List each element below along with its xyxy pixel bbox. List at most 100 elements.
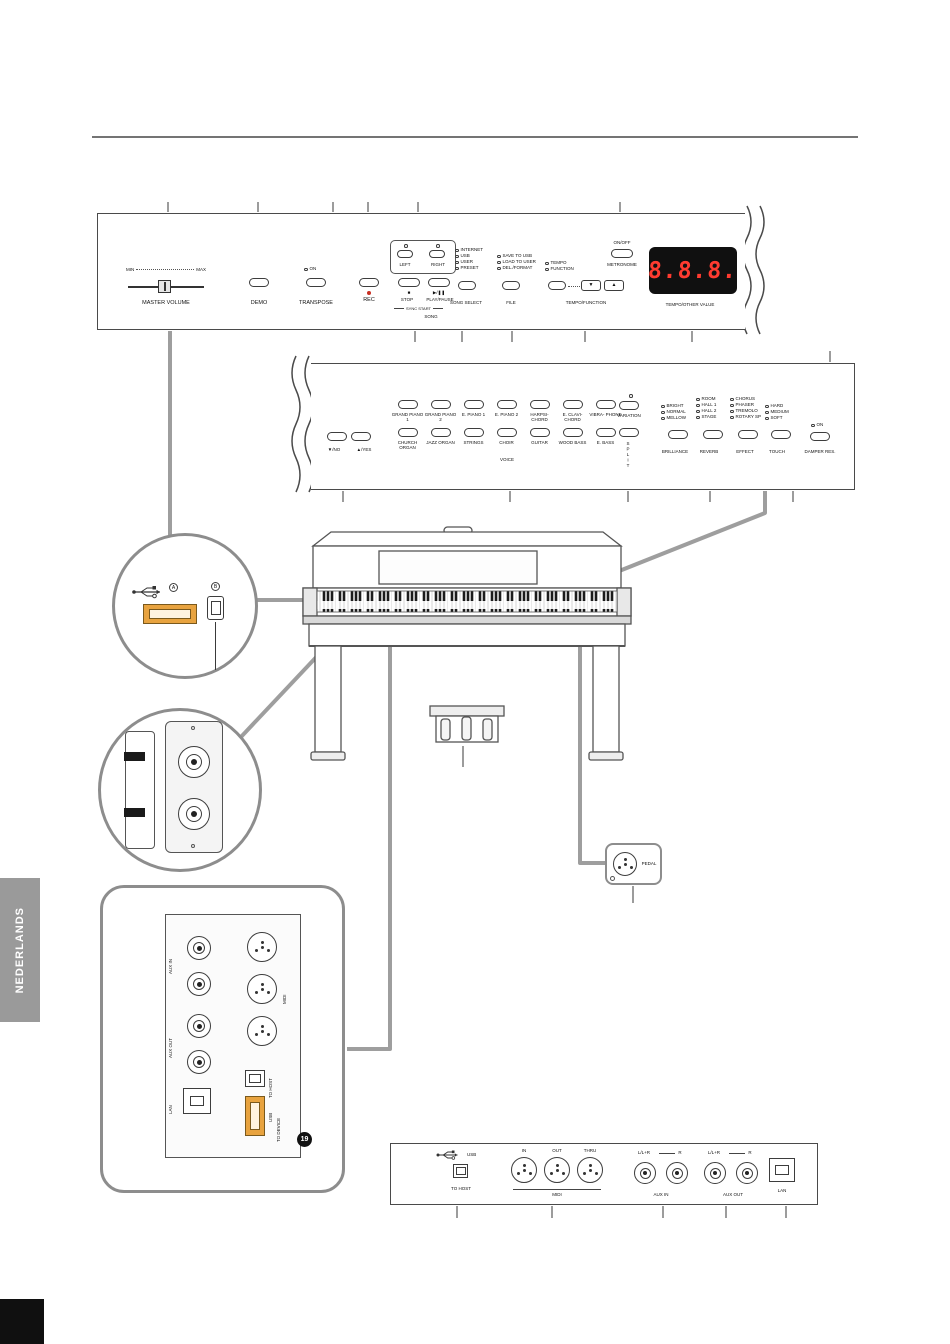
song-group-label: SONG [424,314,438,319]
midi-port-thru [247,1016,277,1046]
aux-out-jack-r [736,1162,758,1184]
tempo-down-button: ▼ [581,280,601,291]
tempo-function-indicators: TEMPO FUNCTION [545,260,574,272]
led-dot [497,266,501,270]
voice-button-e-piano-1 [464,400,484,409]
indicator-internet: INTERNET [455,247,483,253]
sync-start-line [432,308,443,309]
brilliance-button [668,430,688,439]
indicator-chorus: CHORUS [730,396,761,402]
aux-out-label: AUX OUT [722,1192,743,1197]
voice-label: CHURCH ORGAN [397,440,418,451]
aux-bracket-line [729,1153,745,1154]
din-pins-icon [260,987,264,991]
led-dot [696,409,700,413]
voice-label: GRAND PIANO 2 [424,412,457,423]
volume-min-label: MIN [126,267,135,272]
usb-port-slot [149,609,191,619]
indicator-user: USER [455,259,483,265]
badge-label: B [213,583,218,590]
led-dot [811,423,815,427]
down-arrow-icon: ▼ [588,282,594,288]
metronome-label: METRONOME [607,262,637,267]
play-symbol: ▶/❚❚ [432,290,446,295]
indicator-label: BRIGHT [666,403,684,408]
top-control-panel: MIN MAX MASTER VOLUME DEMO ON TRANSPOSE … [97,213,745,330]
aux-out-r-label: R [748,1150,752,1155]
stop-label: STOP [400,297,414,302]
sync-start-line [394,308,404,309]
usb-to-host-port [245,1070,265,1087]
indicator-mellow: MELLOW [661,415,686,421]
headphone-jack-plate [165,721,223,853]
headphone-hanger [124,731,155,849]
tempo-dotted-connector [568,286,580,287]
aux-in-jack-r [666,1162,688,1184]
midi-thru-label: THRU [583,1148,597,1153]
damper-res-label: DAMPER RES. [804,449,836,454]
indicator-rotary: ROTARY SP [730,414,762,420]
transpose-indicator: ON [304,266,316,272]
language-tab-label: NEDERLANDS [14,906,26,994]
usb-b-badge: B [211,582,220,591]
play-pause-button [428,278,450,287]
variation-button [619,401,639,410]
voice-button-wood-bass [563,428,583,437]
indicator-label: CHORUS [735,396,756,401]
midi-label: MIDI [552,1192,562,1197]
lan-port-notch [775,1165,789,1175]
master-volume-label: MASTER VOLUME [142,300,190,306]
led-dot [730,409,734,413]
reverb-button [703,430,723,439]
voice-button-e-piano-2 [497,400,517,409]
led-dot [696,397,700,401]
indicator-function: FUNCTION [545,266,574,272]
led-dot [455,254,459,258]
lan-port-notch [190,1096,204,1106]
indicator-label: PRESET [460,265,479,270]
no-button [327,432,347,441]
stop-symbol: ■ [407,290,411,295]
indicator-label: FUNCTION [550,266,574,271]
voice-panel: ▼/NO ▲/YES GRAND PIANO 1 GRAND PIANO 2 E… [311,363,855,490]
indicator-normal: NORMAL [661,409,686,415]
file-indicators: SAVE TO USB LOAD TO USER DEL./FORMAT [497,253,536,271]
aux-in-label: AUX IN [168,958,173,974]
connector-plate [165,914,301,1158]
headphone-jack-callout [98,708,262,872]
yes-button [351,432,371,441]
metronome-button [611,249,633,258]
lan-label: LAN [777,1188,787,1193]
indicator-hall1: HALL 1 [696,402,716,408]
lan-port [769,1158,795,1182]
volume-max-label: MAX [196,267,206,272]
midi-bracket-line [513,1189,601,1190]
indicator-label: LOAD TO USER [502,259,536,264]
split-label: SPLIT [625,441,631,469]
up-arrow-icon: ▲ [611,282,617,288]
indicator-label: ROTARY SP [735,414,762,419]
callout-number-badge: 19 [297,1132,312,1147]
voice-label: STRINGS [463,440,484,445]
sync-start-row: SYNC START [394,306,464,311]
midi-in-label: IN [521,1148,527,1153]
screw-icon [191,726,195,730]
midi-out-label: OUT [552,1148,562,1153]
led-dot [545,261,549,265]
volume-slider-handle [158,280,171,293]
file-button [502,281,520,290]
voice-button-e-clavichord [563,400,583,409]
play-pause-label: PLAY/PAUSE [426,297,454,302]
indicator-load-to-user: LOAD TO USER [497,259,536,265]
midi-port-out [544,1157,570,1183]
effect-button [738,430,758,439]
indicator-hard: HARD [765,403,789,409]
screw-icon [191,844,195,848]
touch-button [771,430,791,439]
reverb-label: REVERB [699,449,719,454]
brilliance-indicators: BRIGHT NORMAL MELLOW [661,403,686,421]
demo-label: DEMO [250,300,268,306]
song-select-button [458,281,476,290]
led-dot [730,397,734,401]
pedal-jack-callout: PEDAL [605,843,662,885]
